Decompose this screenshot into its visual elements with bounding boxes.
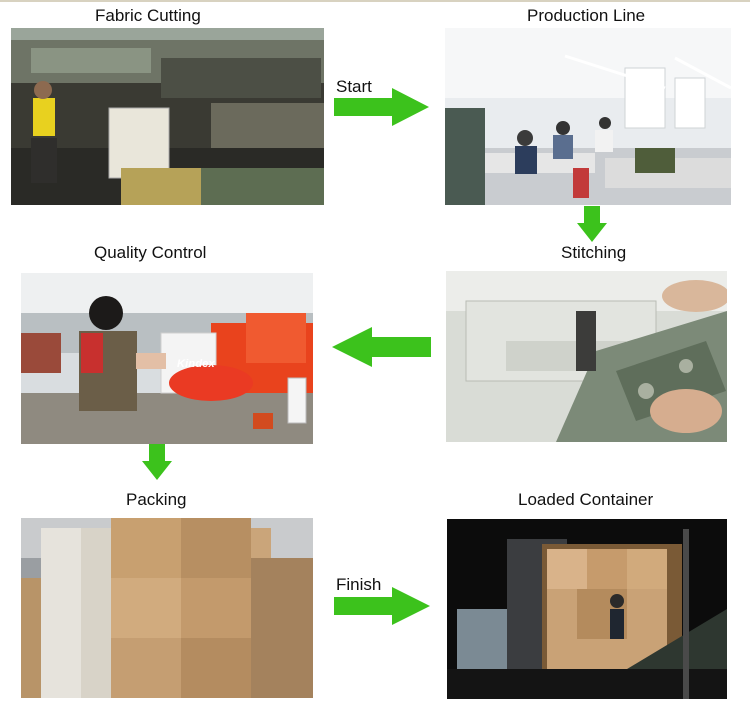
arrow-down-icon-2 xyxy=(142,444,172,480)
arrow-down-icon-1 xyxy=(577,206,607,242)
packing-photo xyxy=(21,518,313,698)
start-label: Start xyxy=(336,77,372,96)
step-label-loaded-container: Loaded Container xyxy=(518,490,654,509)
stitching-photo xyxy=(446,271,727,442)
arrow-left-icon xyxy=(332,327,431,367)
loaded-container-photo xyxy=(447,519,727,699)
quality-control-photo: Kindex xyxy=(21,273,313,444)
step-label-production-line: Production Line xyxy=(527,6,646,25)
top-border xyxy=(0,0,750,2)
arrow-right-icon xyxy=(334,88,429,126)
step-label-fabric-cutting: Fabric Cutting xyxy=(95,6,201,25)
kindex-brand-text: Kindex xyxy=(177,358,215,370)
step-label-quality-control: Quality Control xyxy=(94,243,207,262)
step-label-packing: Packing xyxy=(126,490,187,509)
finish-label: Finish xyxy=(336,575,382,594)
step-label-stitching: Stitching xyxy=(561,243,627,262)
arrow-right-icon-finish xyxy=(334,587,430,625)
fabric-cutting-photo xyxy=(11,28,324,205)
production-line-photo xyxy=(445,28,731,205)
